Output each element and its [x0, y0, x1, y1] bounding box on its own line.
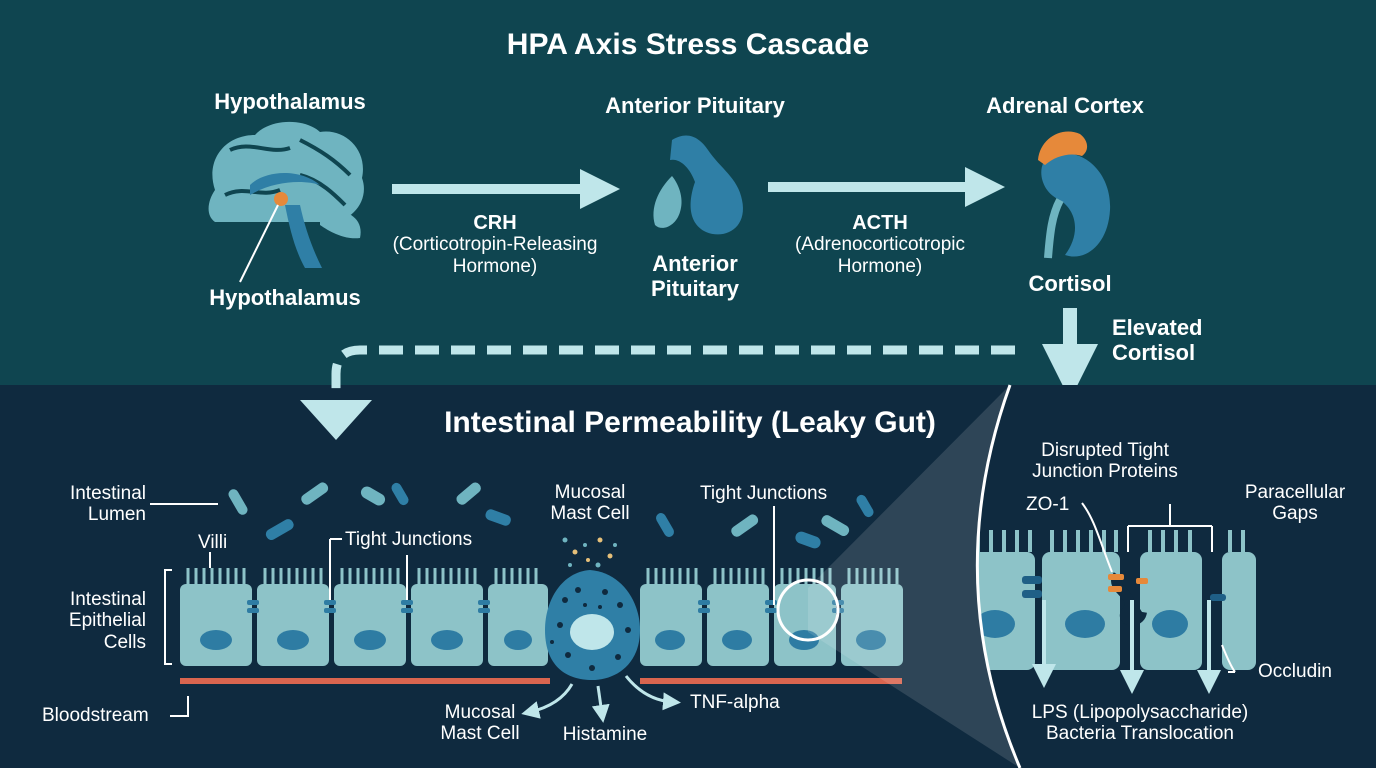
mediator-arrow-right	[624, 675, 681, 711]
epithelial-cells-left	[180, 568, 548, 666]
paracellular-line1: Paracellular	[1244, 482, 1346, 503]
tight-junctions-left-label: Tight Junctions	[345, 529, 473, 550]
epithelial-cells-right	[640, 568, 903, 666]
lumen-line1: Intestinal	[69, 483, 146, 504]
mast-cell-icon	[545, 537, 640, 680]
epithelial-line3: Cells	[103, 631, 146, 653]
tight-junctions-right-label: Tight Junctions	[700, 483, 828, 504]
epithelial-line2: Epithelial	[68, 610, 146, 632]
lumen-label: Intestinal Lumen	[30, 483, 146, 526]
mast-top-line2: Mast Cell	[550, 503, 630, 525]
pituitary-label-line1: Anterior	[652, 251, 738, 276]
mast-top-line1: Mucosal	[554, 482, 626, 503]
zoom-border	[975, 384, 1022, 768]
hpa-title: HPA Axis Stress Cascade	[506, 28, 870, 61]
hypothalamus-marker	[274, 192, 288, 206]
acth-line1: (Adrenocorticotropic	[794, 234, 966, 256]
epithelial-label: Intestinal Epithelial Cells	[30, 589, 146, 653]
bloodstream-label: Bloodstream	[42, 705, 149, 726]
elevated-cortisol-label: Elevated Cortisol	[1112, 315, 1203, 365]
acth-line2: Hormone)	[837, 255, 923, 277]
mast-cell-bottom-label: Mucosal Mast Cell	[420, 702, 540, 745]
disrupted-line2: Junction Proteins	[1032, 461, 1178, 483]
feedback-arrowhead	[300, 400, 372, 440]
lumen-line2: Lumen	[87, 504, 146, 526]
crh-label: CRH (Corticotropin-Releasing Hormone)	[370, 212, 620, 277]
disrupted-junction-label: Disrupted Tight Junction Proteins	[1015, 440, 1195, 483]
mast-bottom-line1: Mucosal	[444, 702, 516, 723]
mast-bottom-line2: Mast Cell	[440, 723, 520, 745]
cortisol-label: Cortisol	[1028, 271, 1112, 296]
pituitary-label-line2: Pituitary	[650, 275, 740, 301]
occludin-label: Occludin	[1258, 661, 1332, 682]
leader-lines	[150, 503, 775, 717]
zo1-label: ZO-1	[1026, 494, 1070, 515]
acth-abbr: ACTH	[852, 212, 908, 234]
mediator-arrow-down	[591, 685, 610, 723]
kidney-adrenal-icon	[1038, 131, 1111, 259]
elevated-line2: Cortisol	[1112, 339, 1196, 365]
hypothalamus-heading: Hypothalamus	[214, 89, 366, 114]
zoom-focus-circle	[776, 578, 840, 642]
paracellular-line2: Gaps	[1272, 503, 1318, 525]
disrupted-line1: Disrupted Tight	[1041, 440, 1169, 461]
bloodstream-line-left	[180, 678, 550, 684]
mediator-arrow-left	[521, 683, 574, 719]
acth-label: ACTH (Adrenocorticotropic Hormone)	[760, 212, 1000, 277]
histamine-label: Histamine	[562, 724, 648, 745]
epithelial-line1: Intestinal	[69, 589, 146, 610]
pituitary-label: Anterior Pituitary	[620, 251, 770, 301]
lumen-bacteria	[228, 482, 874, 549]
crh-line2: Hormone)	[452, 255, 538, 277]
lps-label: LPS (Lipopolysaccharide) Bacteria Transl…	[1010, 702, 1270, 745]
brain-icon	[208, 121, 364, 283]
feedback-dashed-arrow	[331, 345, 1015, 395]
paracellular-gaps-label: Paracellular Gaps	[1230, 482, 1360, 525]
hypothalamus-label: Hypothalamus	[209, 285, 361, 310]
tnf-label: TNF-alpha	[690, 692, 780, 713]
epithelial-bracket	[164, 569, 172, 665]
lps-line1: LPS (Lipopolysaccharide)	[1031, 702, 1249, 723]
crh-abbr: CRH	[473, 212, 517, 234]
zoom-cone	[808, 385, 1020, 768]
pituitary-heading: Anterior Pituitary	[605, 93, 785, 118]
mast-cell-top-label: Mucosal Mast Cell	[530, 482, 650, 525]
crh-line1: (Corticotropin-Releasing	[392, 234, 598, 256]
lps-line2: Bacteria Translocation	[1046, 723, 1234, 745]
adrenal-heading: Adrenal Cortex	[986, 93, 1144, 118]
gut-title: Intestinal Permeability (Leaky Gut)	[444, 406, 936, 439]
villi-label: Villi	[198, 532, 228, 553]
bloodstream-line-right	[640, 678, 902, 684]
pituitary-icon	[653, 135, 743, 235]
zoom-panel	[977, 385, 1376, 768]
elevated-line1: Elevated	[1112, 315, 1203, 340]
